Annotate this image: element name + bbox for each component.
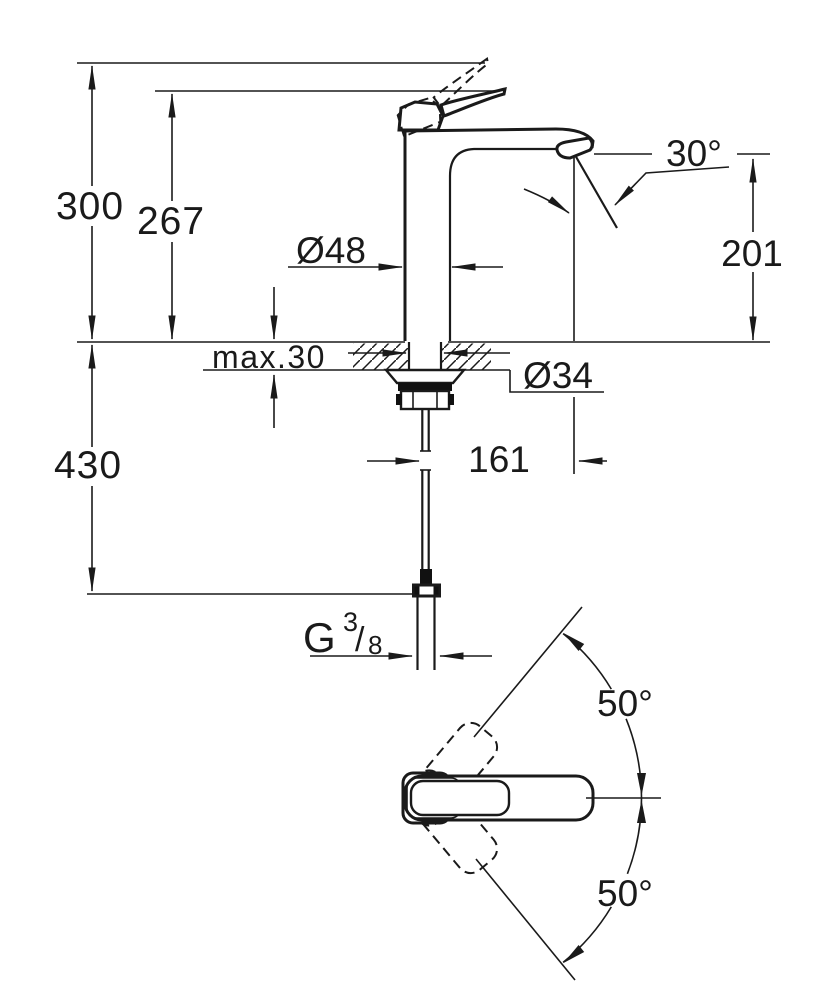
swing-up-arc-b [625, 718, 643, 799]
spout-angle-leader [614, 166, 730, 206]
swing-up-extension-line [473, 606, 583, 738]
swing-up-arc-arrow-top [563, 633, 585, 651]
swing-down-arc-arrow-top [637, 800, 646, 823]
swing-down-arc-b [562, 906, 612, 964]
hose-collar [412, 583, 441, 598]
nut-tab-right [448, 394, 454, 405]
thread-numerator: 3 [343, 607, 358, 637]
dim-267-label: 267 [137, 200, 205, 243]
swing-down-label: 50° [597, 873, 653, 914]
handle-grip-pad [409, 779, 511, 817]
spout-angle-label: 30° [666, 133, 722, 174]
mounting-nut [399, 389, 451, 411]
counter-hatch-right [442, 343, 491, 370]
thread-letter: G [303, 614, 336, 661]
dim-48-label: Ø48 [296, 230, 366, 271]
swing-up-label: 50° [597, 683, 653, 724]
handle-raised-dashed [396, 56, 490, 138]
dim-34-label-box [509, 370, 604, 393]
mounting-flange [383, 368, 467, 385]
counter-hatch-left [353, 343, 408, 370]
top-view: 50° 50° [401, 606, 661, 981]
nut-tab-left [396, 394, 402, 405]
handle-lever [439, 86, 507, 118]
swing-down-extension-line [475, 858, 576, 981]
spout-outlet [555, 136, 594, 160]
thread-slash: / [355, 621, 365, 659]
dim-430-label: 430 [54, 444, 122, 487]
side-view: 30° 201 300 267 430 max.30 Ø48 Ø34 [54, 56, 783, 670]
thread-denominator: 8 [368, 630, 382, 660]
flange-seal [398, 383, 452, 391]
supply-hose [412, 409, 441, 670]
dim-max30-label: max.30 [212, 339, 326, 375]
spout-underside-outline [448, 147, 559, 341]
stream-rotation-arrow [523, 188, 570, 214]
dim-34-label: Ø34 [523, 355, 593, 396]
swing-up-arc-a [562, 632, 612, 690]
swing-down-arc-arrow-bottom [563, 945, 585, 963]
dim-201-label: 201 [721, 233, 783, 274]
dim-300-label: 300 [56, 185, 124, 228]
swing-up-arc-arrow-bottom [637, 773, 646, 796]
thread-label: G 3 / 8 [303, 607, 382, 661]
faucet-body-outline [403, 127, 595, 341]
stream-angle-line [574, 154, 618, 229]
hose-connector [420, 569, 432, 585]
dim-161-label: 161 [468, 439, 530, 480]
swing-down-arc-a [626, 797, 643, 875]
